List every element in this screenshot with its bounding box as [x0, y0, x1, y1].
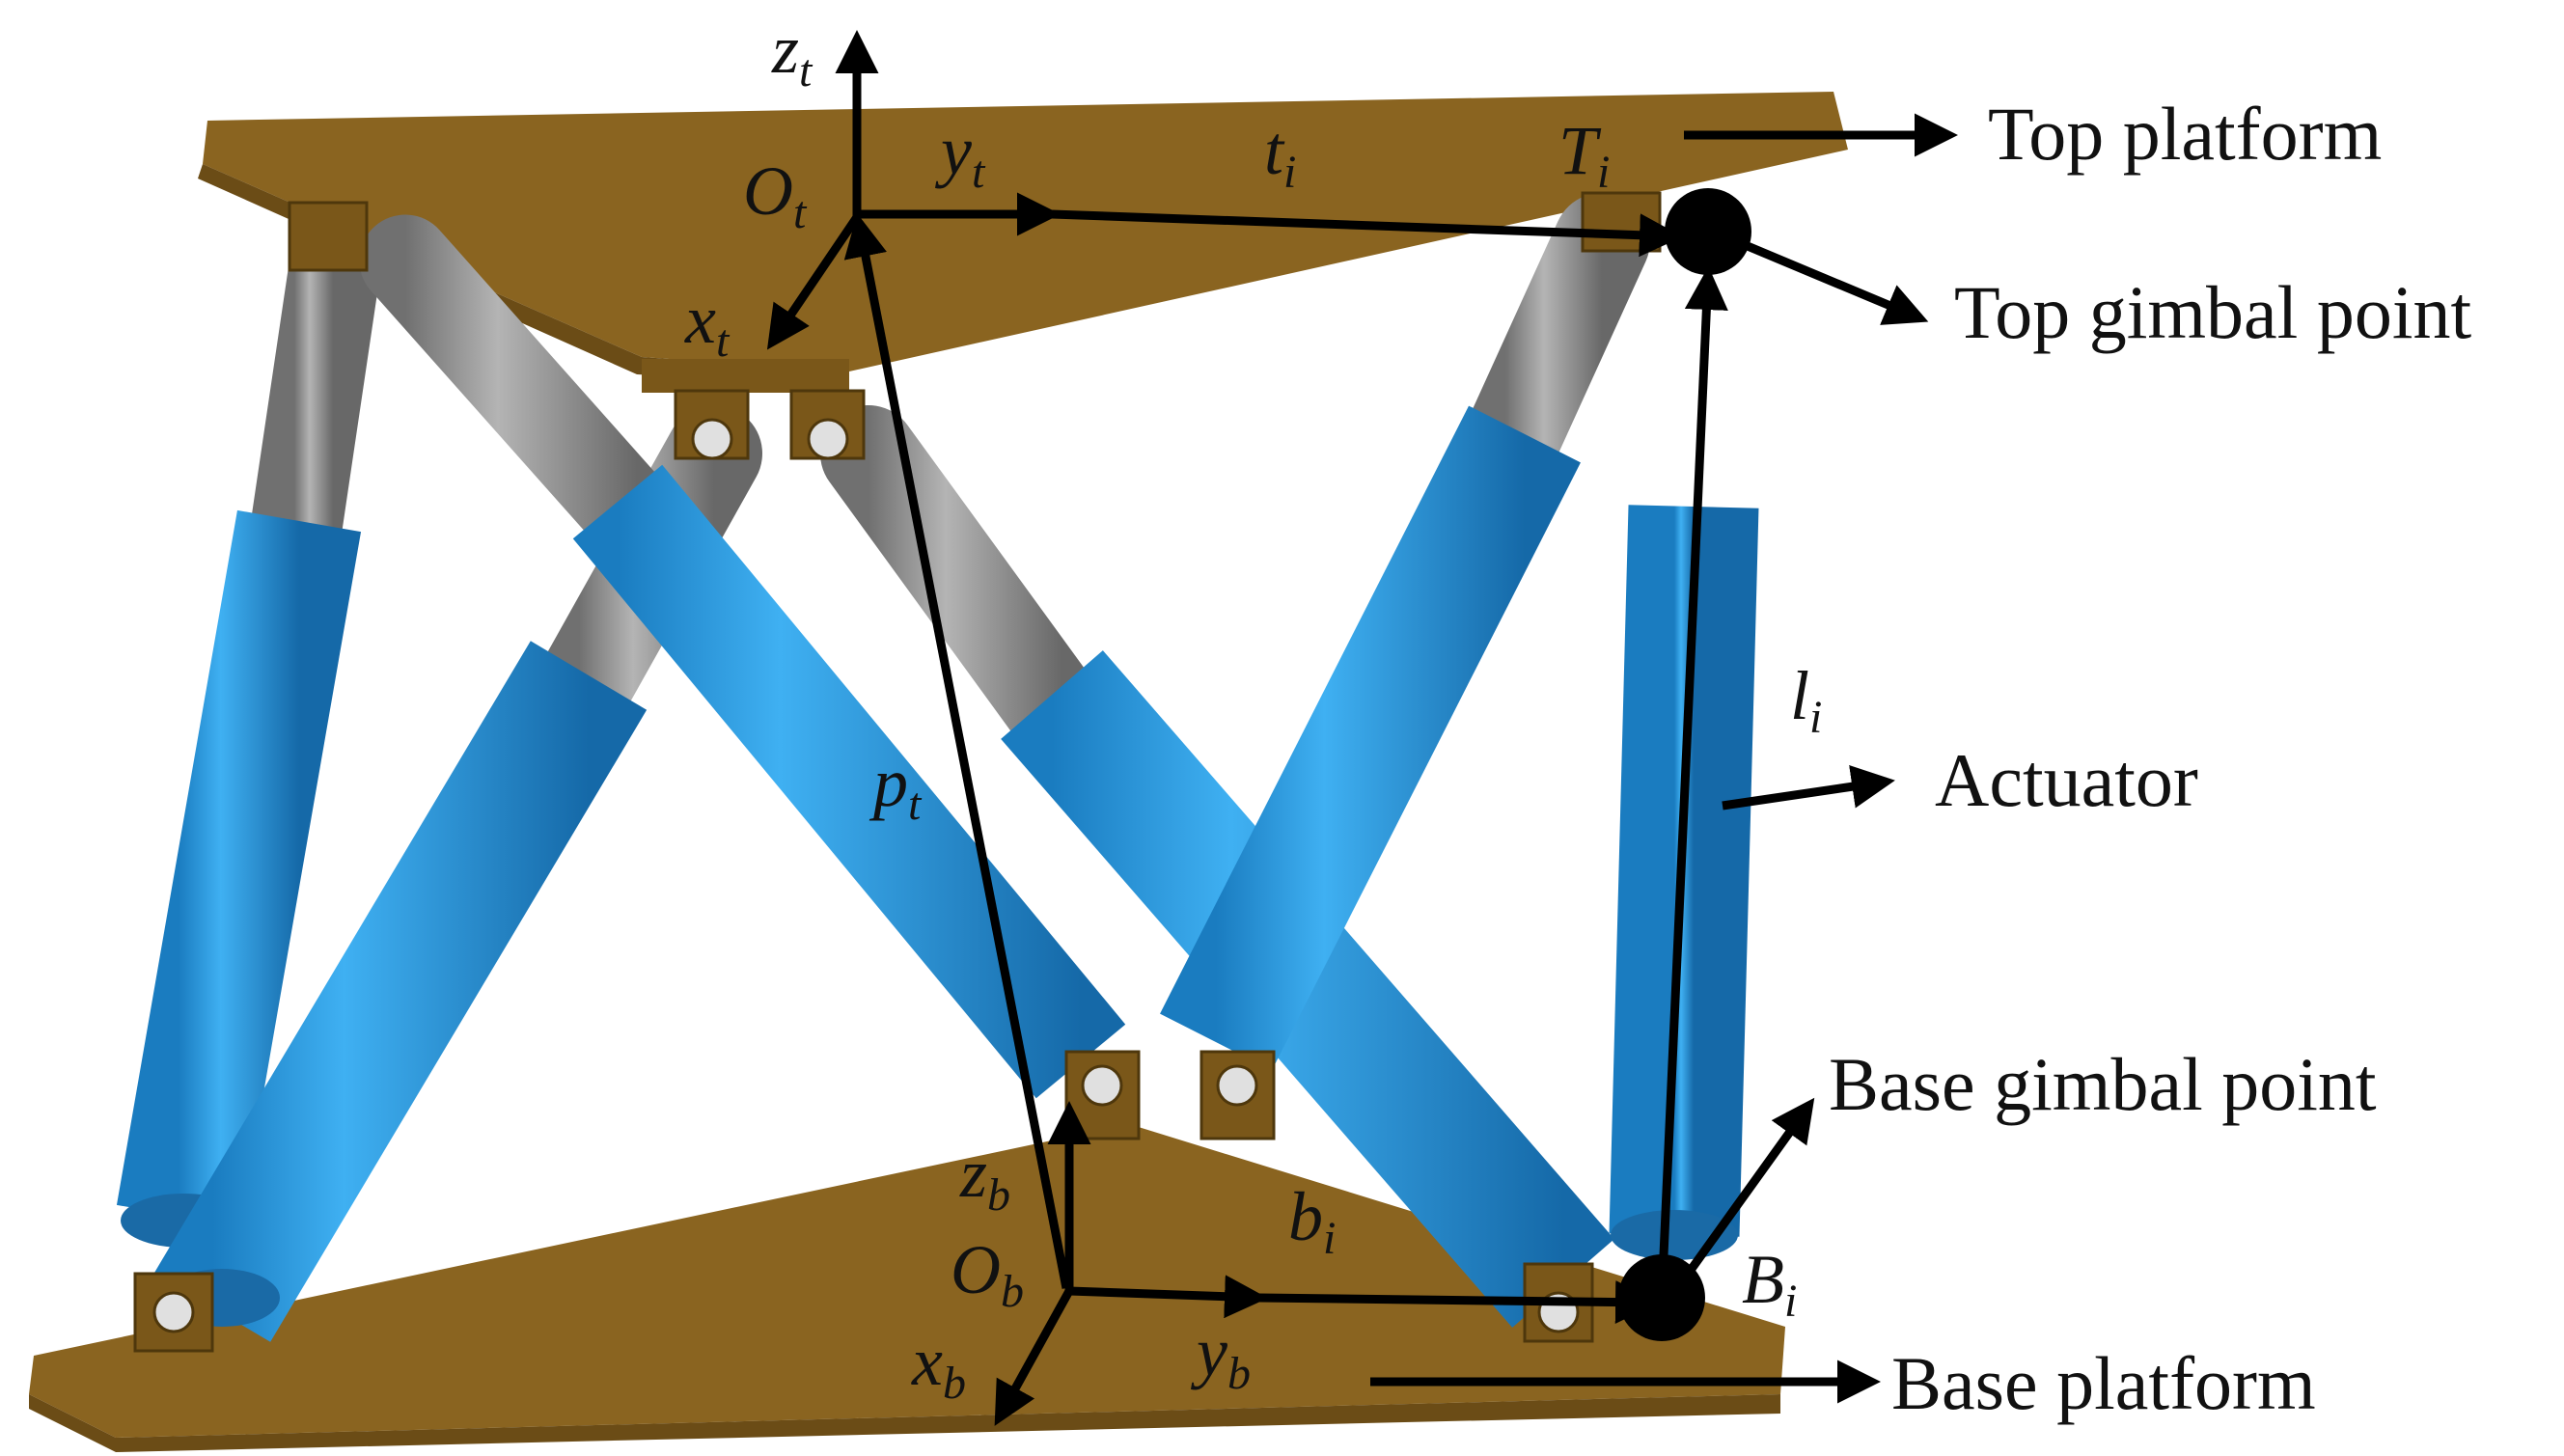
- label-bi: bi: [1288, 1178, 1336, 1264]
- xb-axis-arrow: [994, 1288, 1073, 1426]
- leg-5: [1160, 193, 1650, 1071]
- label-Ot: Ot: [743, 152, 808, 238]
- callout-top-gimbal-point: Top gimbal point: [1954, 270, 2472, 354]
- label-xb: xb: [911, 1323, 966, 1409]
- base-platform: [29, 1124, 1785, 1452]
- label-Bi: Bi: [1742, 1241, 1797, 1327]
- ti-vector-arrow: [1051, 209, 1683, 258]
- callout-base-gimbal-point: Base gimbal point: [1829, 1042, 2377, 1126]
- symbol-labels: zt yt Ot xt ti Ti pt li zb bi Ob Bi xb y…: [684, 11, 1822, 1409]
- label-ti: ti: [1264, 112, 1296, 198]
- base-gimbal-point: [1618, 1254, 1705, 1341]
- pt-vector-arrow: [843, 213, 1071, 1289]
- bi-vector-arrow: [1258, 1280, 1659, 1325]
- top-gimbal-point: [1665, 188, 1751, 275]
- callout-base-platform: Base platform: [1891, 1341, 2316, 1425]
- label-zb: zb: [959, 1135, 1010, 1221]
- base-gimbal-arrow: [1670, 1097, 1815, 1296]
- callout-top-platform: Top platform: [1988, 92, 2382, 176]
- label-zt: zt: [771, 11, 813, 96]
- xt-axis-arrow: [766, 214, 861, 350]
- li-vector-arrow: [1657, 266, 1728, 1299]
- callout-actuator: Actuator: [1935, 738, 2198, 822]
- actuator-arrow: [1722, 764, 1895, 810]
- actuator-legs: [116, 193, 1759, 1342]
- label-Ob: Ob: [951, 1231, 1024, 1317]
- callout-labels: Top platform Top gimbal point Actuator B…: [1829, 92, 2472, 1425]
- yb-axis-arrow: [1068, 1275, 1268, 1319]
- label-pt: pt: [868, 744, 923, 830]
- vectors: [766, 30, 1958, 1426]
- label-yb: yb: [1190, 1313, 1251, 1399]
- label-Ti: Ti: [1558, 112, 1610, 198]
- label-li: li: [1790, 657, 1822, 743]
- label-yt: yt: [934, 112, 986, 198]
- label-xt: xt: [684, 281, 731, 367]
- gimbal-joints: [133, 191, 1662, 1353]
